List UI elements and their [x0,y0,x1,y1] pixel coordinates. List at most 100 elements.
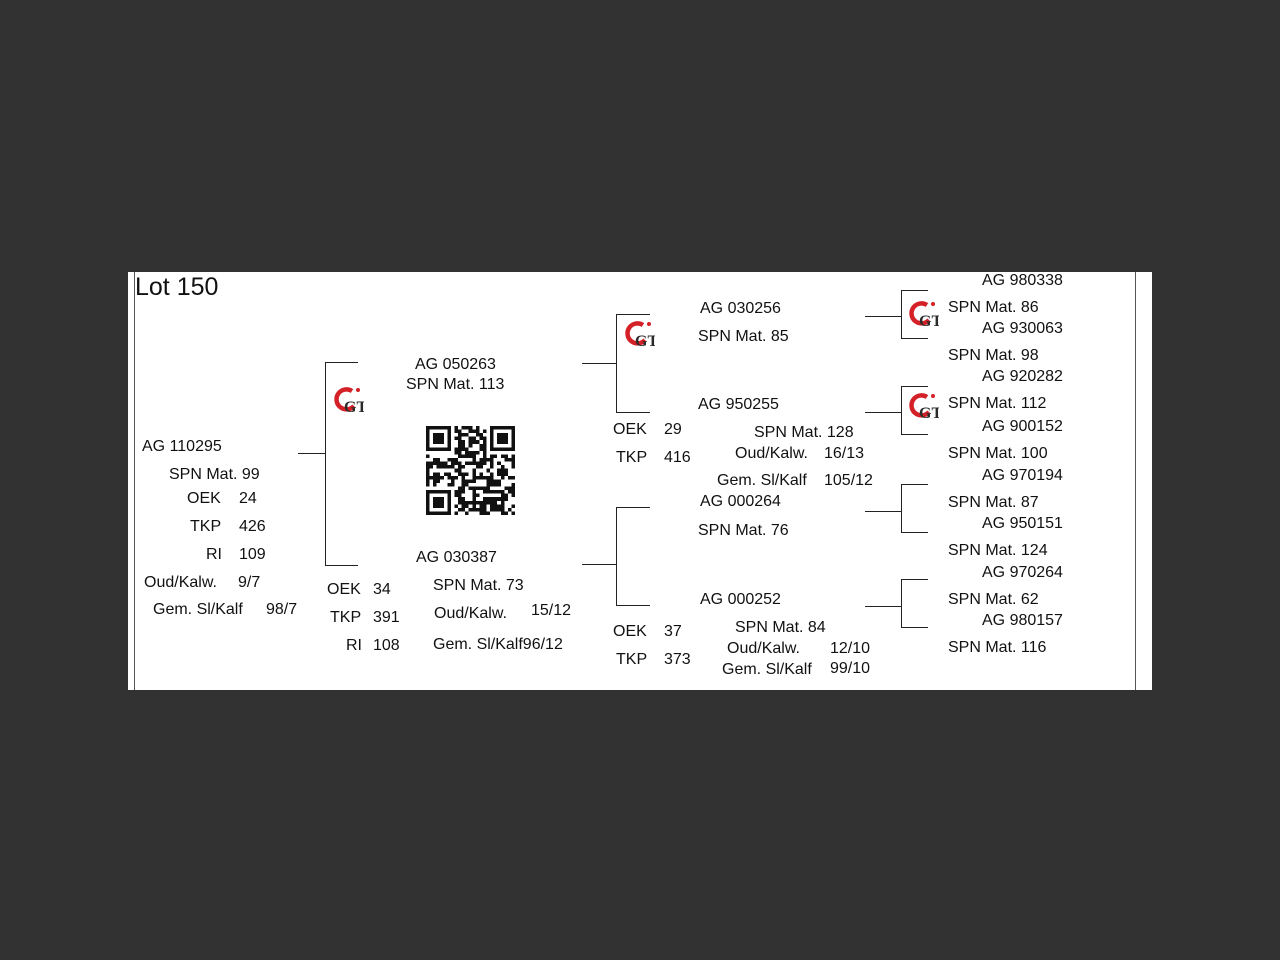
dam-oud-label: Oud/Kalw. [434,605,507,622]
dam-dam-tkp-label: TKP [616,651,648,668]
connector-line [325,565,358,566]
svg-text:GT: GT [635,333,655,350]
connector-line [616,314,617,412]
ggp-ag: AG 930063 [982,320,1063,337]
connector-line [298,453,325,454]
svg-text:GT: GT [344,399,364,416]
connector-line [901,434,928,435]
lot-title: Lot 150 [135,273,219,301]
connector-line [901,627,928,628]
dam-sire-spn: SPN Mat. 76 [698,522,789,539]
connector-line [616,507,650,508]
connector-line [865,316,901,317]
dam-dam-oek-label: OEK [613,623,647,640]
connector-line [901,484,902,532]
sire-dam-gem-label: Gem. Sl/Kalf [717,472,807,489]
sire-dam-ag: AG 950255 [698,396,779,413]
ggp-spn: SPN Mat. 98 [948,347,1039,364]
animal-gem-label: Gem. Sl/Kalf [153,601,243,618]
dam-dam-oek-value: 37 [664,623,682,640]
ggp-spn: SPN Mat. 100 [948,445,1048,462]
ggp-spn: SPN Mat. 87 [948,494,1039,511]
dam-spn: SPN Mat. 73 [433,577,524,594]
dam-dam-gem-value: 99/10 [830,660,871,677]
dam-tkp-label: TKP [330,609,362,626]
animal-oud-label: Oud/Kalw. [144,574,217,591]
connector-line [901,579,928,580]
animal-oud-value: 9/7 [238,574,261,591]
dam-sire-ag: AG 000264 [700,493,781,510]
dam-ri-value: 108 [373,637,400,654]
sire-dam-gem-value: 105/12 [824,472,873,489]
gt-logo-icon: GT [330,384,364,418]
connector-line [582,363,616,364]
dam-ri-label: RI [346,637,362,654]
gt-logo-icon: GT [905,298,939,332]
connector-line [901,338,928,339]
connector-line [901,579,902,627]
sire-dam-oek-label: OEK [613,421,647,438]
sire-spn: SPN Mat. 113 [406,376,505,393]
dam-dam-oud-label: Oud/Kalw. [727,640,800,657]
sire-dam-spn: SPN Mat. 128 [754,424,854,441]
dam-oek-value: 34 [373,581,391,598]
ggp-spn: SPN Mat. 62 [948,591,1039,608]
dam-dam-oud-value: 12/10 [830,640,871,657]
sire-dam-oud-label: Oud/Kalw. [735,445,808,462]
dam-gem: Gem. Sl/Kalf96/12 [433,636,563,653]
ggp-spn: SPN Mat. 86 [948,299,1039,316]
animal-ri-label: RI [206,546,222,563]
connector-line [901,290,928,291]
svg-text:GT: GT [919,405,939,422]
ggp-ag: AG 970264 [982,564,1063,581]
ggp-ag: AG 920282 [982,368,1063,385]
connector-line [901,386,902,434]
sire-dam-tkp-label: TKP [616,449,648,466]
ggp-spn: SPN Mat. 116 [948,639,1047,656]
animal-gem-value: 98/7 [266,601,298,618]
connector-line [865,412,901,413]
dam-dam-spn: SPN Mat. 84 [735,619,826,636]
connector-line [582,564,616,565]
connector-line [616,507,617,605]
dam-dam-tkp-value: 373 [664,651,691,668]
gt-logo-icon: GT [621,318,655,352]
ggp-ag: AG 900152 [982,418,1063,435]
animal-ag: AG 110295 [142,438,222,455]
right-border [1135,272,1152,690]
dam-oek-label: OEK [327,581,361,598]
ggp-ag: AG 980157 [982,612,1063,629]
animal-tkp-label: TKP [190,518,222,535]
connector-line [901,290,902,338]
connector-line [325,362,326,565]
ggp-ag: AG 950151 [982,515,1063,532]
connector-line [616,314,650,315]
connector-line [901,532,928,533]
dam-dam-gem-label: Gem. Sl/Kalf [722,661,812,678]
dam-oud-value: 15/12 [531,602,572,619]
pedigree-card: Lot 150 AG 110295 SPN Mat. 99 OEK 24 TKP… [128,272,1152,690]
animal-tkp-value: 426 [239,518,266,535]
sire-dam-tkp-value: 416 [664,449,691,466]
connector-line [325,362,358,363]
dam-dam-ag: AG 000252 [700,591,781,608]
connector-line [616,605,650,606]
sire-sire-ag: AG 030256 [700,300,781,317]
animal-spn: SPN Mat. 99 [169,466,260,483]
animal-ri-value: 109 [239,546,266,563]
connector-line [616,412,650,413]
dam-ag: AG 030387 [416,549,497,566]
connector-line [865,511,901,512]
connector-line [865,606,901,607]
sire-ag: AG 050263 [415,356,496,373]
ggp-ag: AG 970194 [982,467,1063,484]
left-border [128,272,135,690]
animal-oek-value: 24 [239,490,257,507]
connector-line [901,484,928,485]
svg-text:GT: GT [919,313,939,330]
ggp-spn: SPN Mat. 124 [948,542,1048,559]
sire-sire-spn: SPN Mat. 85 [698,328,789,345]
sire-dam-oek-value: 29 [664,421,682,438]
animal-oek-label: OEK [187,490,221,507]
gt-logo-icon: GT [905,390,939,424]
